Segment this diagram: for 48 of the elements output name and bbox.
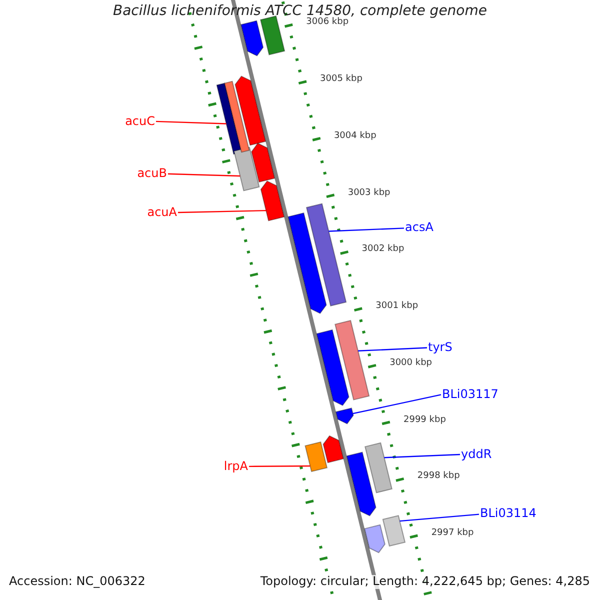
gene-bar (233, 146, 260, 192)
gene-block (240, 20, 264, 56)
gene-label: yddR (461, 448, 492, 462)
scale-label: 3000 kbp (390, 358, 432, 368)
leader-line (400, 514, 480, 522)
gene-label: acsA (405, 221, 434, 236)
scale-label: 3001 kbp (376, 301, 418, 312)
gene-label: BLi03117 (442, 388, 498, 402)
gene-label: acuC (125, 114, 155, 128)
gene-label: lrpA (224, 460, 248, 474)
leader-line (178, 210, 266, 214)
gene-bar (364, 442, 392, 494)
gene-block (288, 212, 327, 314)
leader-line (328, 228, 404, 232)
gene-label: acuA (147, 206, 177, 220)
scale-label: 2999 kbp (404, 414, 446, 425)
gene-label: tyrS (428, 340, 452, 355)
leader-line (168, 173, 240, 177)
gene-block (364, 524, 386, 554)
scale-label: 3002 kbp (362, 244, 404, 255)
gene-block (260, 180, 285, 222)
leader-line (352, 394, 442, 414)
leader-line (249, 465, 310, 468)
gene-bar (260, 15, 286, 56)
leader-line (384, 454, 460, 458)
scale-label: 3004 kbp (334, 130, 376, 142)
scale-label: 2998 kbp (417, 471, 460, 482)
footer-text: Topology: circular; Length: 4,222,645 bp; Genes: 4,285 (260, 575, 590, 589)
gene-block (346, 452, 376, 516)
leader-line (156, 120, 226, 124)
gene-bar (306, 203, 347, 306)
footer-text: Accession: NC_006322 (9, 575, 146, 589)
gene-bar (304, 441, 328, 472)
gene-label: BLi03114 (480, 507, 536, 522)
gene-block (251, 142, 276, 183)
gene-block (316, 329, 350, 406)
gene-block (335, 408, 354, 424)
scale-label: 3006 kbp (306, 17, 349, 28)
gene-block (234, 76, 266, 146)
leader-line (358, 347, 428, 352)
gene-block (322, 435, 344, 464)
gene-bar (224, 80, 250, 153)
gene-label: acuB (137, 167, 167, 181)
gene-bar (382, 515, 406, 547)
gene-bar (334, 320, 370, 400)
scale-label: 3003 kbp (348, 188, 390, 198)
scale-label: 2997 kbp (431, 528, 474, 538)
scale-label: 3005 kbp (320, 74, 362, 84)
